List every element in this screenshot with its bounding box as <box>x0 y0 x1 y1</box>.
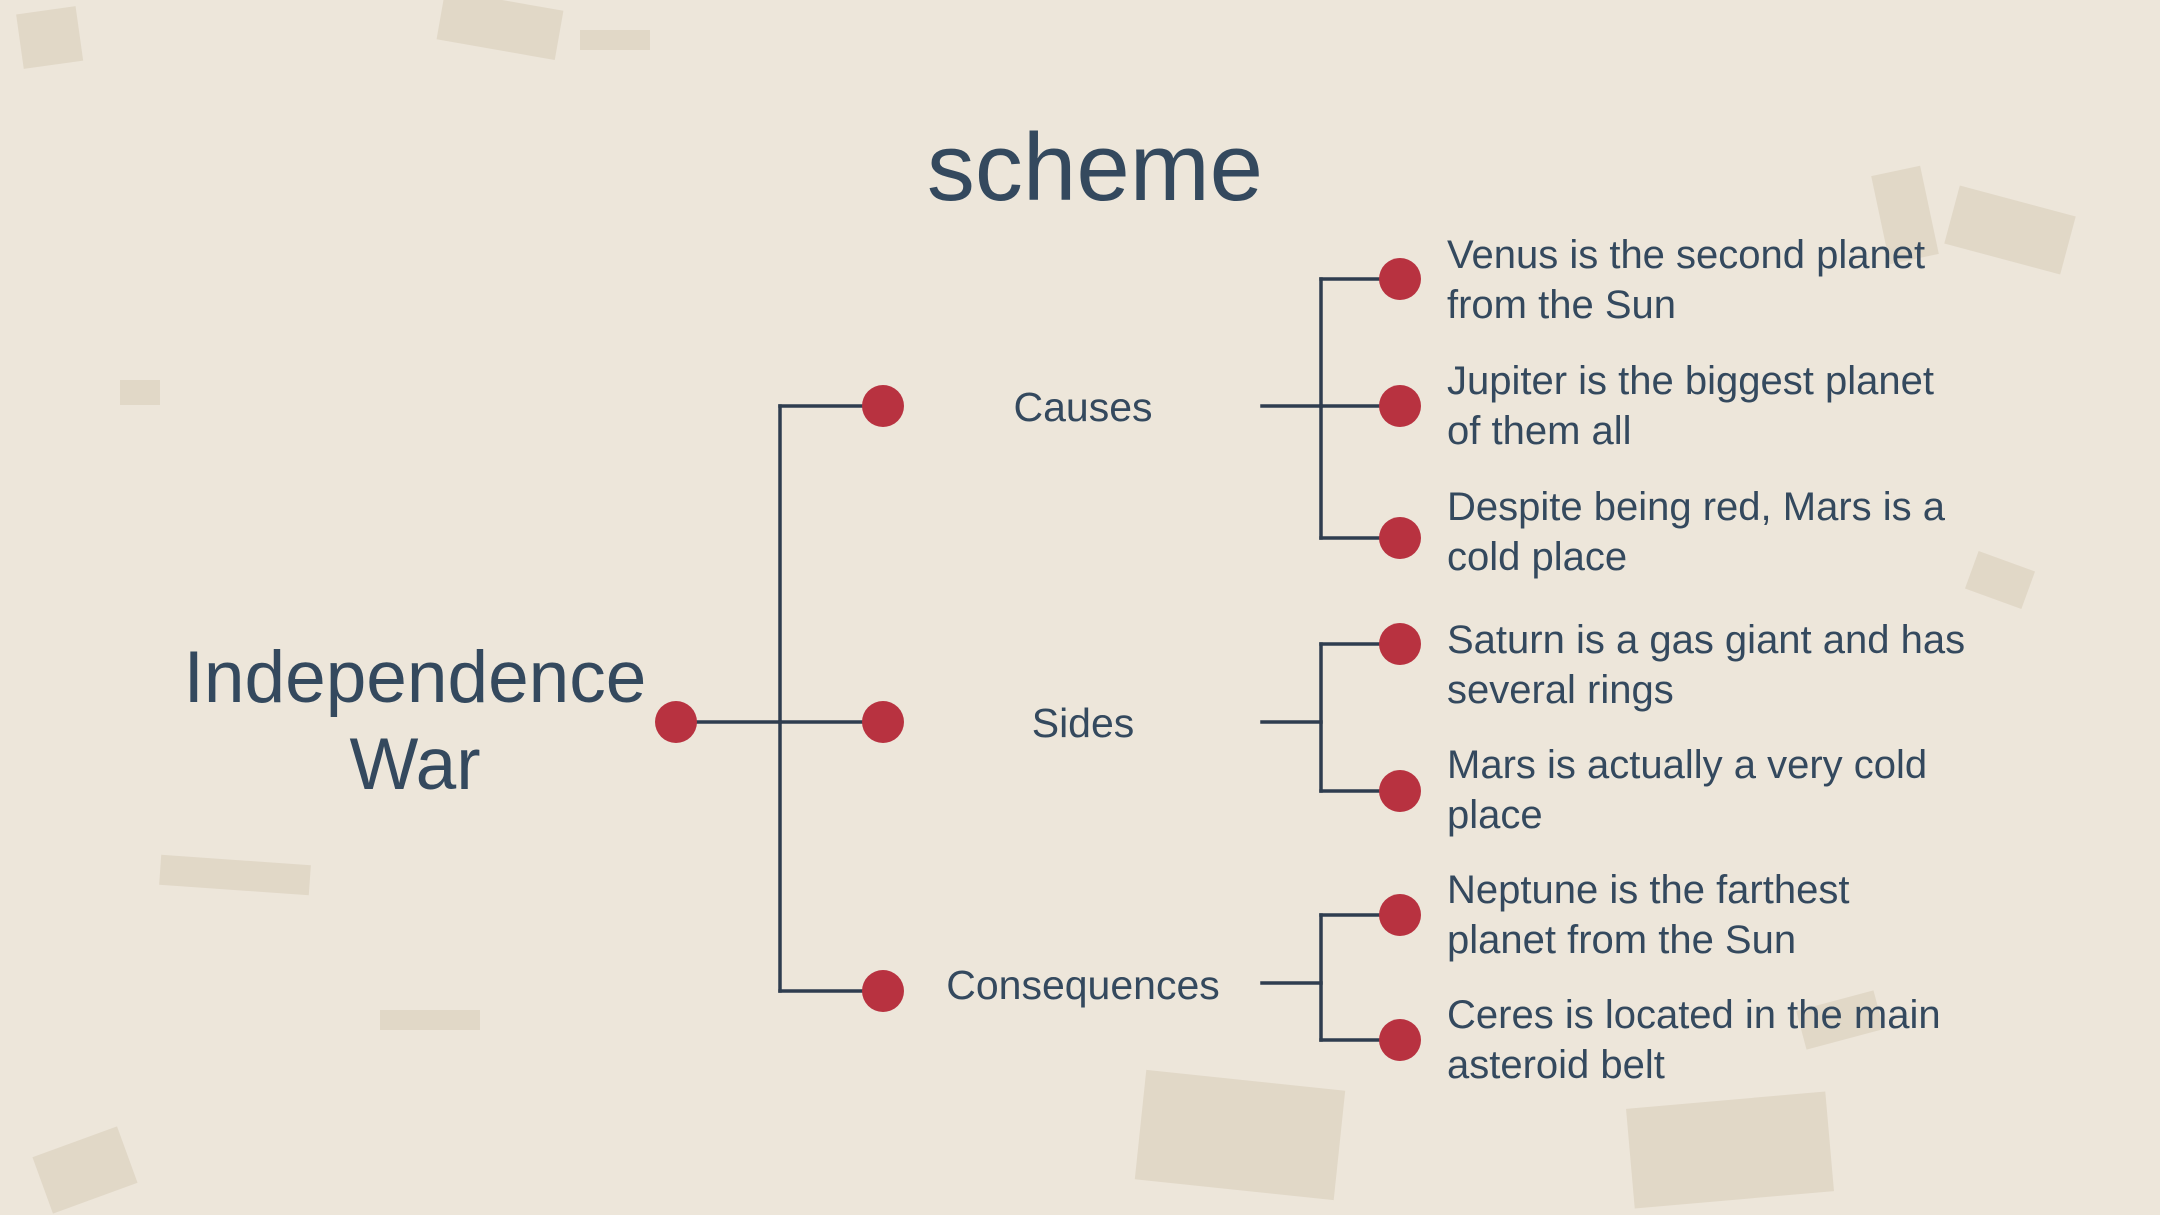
branch-dot-consequences <box>862 970 904 1012</box>
leaf-text-neptune: Neptune is the farthest planet from the … <box>1447 868 1850 962</box>
leaf-dot <box>1379 258 1421 300</box>
leaf-dot <box>1379 1019 1421 1061</box>
leaf-dot <box>1379 385 1421 427</box>
branch-dot-causes <box>862 385 904 427</box>
page-title: scheme <box>926 114 1264 221</box>
leaf-dot <box>1379 770 1421 812</box>
leaf-text-mars-cold: Mars is actually a very cold place <box>1447 743 1928 837</box>
branch-dot-sides <box>862 701 904 743</box>
root-node-dot <box>655 701 697 743</box>
branch-label-consequences: Consequences <box>946 962 1220 1008</box>
leaf-dot <box>1379 894 1421 936</box>
branch-label-sides: Sides <box>1031 700 1135 746</box>
leaf-dot <box>1379 517 1421 559</box>
leaf-text-mars-red: Despite being red, Mars is a cold place <box>1447 485 1946 579</box>
root-node-label: Independence War <box>183 637 647 805</box>
leaf-text-ceres: Ceres is located in the main asteroid be… <box>1447 993 1941 1087</box>
leaf-text-saturn: Saturn is a gas giant and has several ri… <box>1447 618 1966 712</box>
leaf-text-jupiter: Jupiter is the biggest planet of them al… <box>1447 359 1934 453</box>
leaf-dot <box>1379 623 1421 665</box>
leaf-text-venus: Venus is the second planet from the Sun <box>1447 233 1926 327</box>
branch-label-causes: Causes <box>1013 384 1153 430</box>
